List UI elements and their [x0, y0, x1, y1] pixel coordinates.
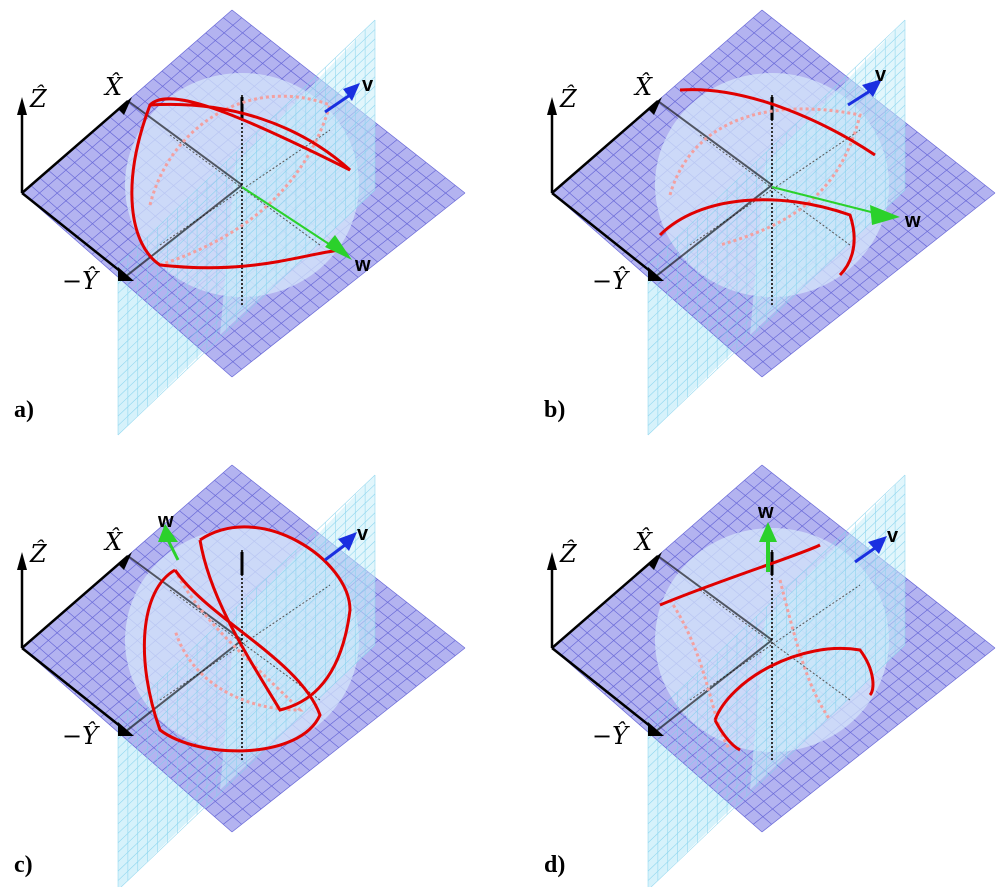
- z-axis-label: Ẑ: [29, 84, 48, 113]
- curve-back: [173, 569, 304, 712]
- w-arrowhead: [325, 235, 352, 260]
- w-arrowhead: [870, 205, 900, 225]
- curve-back: [148, 94, 332, 267]
- panel-a: Ẑ X̂ −Ŷ v w a): [14, 8, 467, 437]
- w-vector: [166, 539, 180, 561]
- w-arrowhead: [158, 524, 178, 542]
- panel-label: d): [544, 852, 565, 878]
- curve-back: [668, 579, 832, 751]
- v-label: v: [875, 64, 887, 86]
- x-axis-label: X̂: [103, 73, 123, 101]
- v-label: v: [357, 523, 369, 545]
- panel-label: c): [14, 852, 33, 878]
- w-label: w: [354, 254, 371, 276]
- x-axis-label: X̂: [633, 528, 653, 556]
- w-label: w: [157, 510, 174, 532]
- curve-front: [658, 88, 876, 277]
- z-axis-label: Ẑ: [29, 539, 48, 568]
- w-vector: [241, 186, 336, 249]
- v-arrowhead: [343, 83, 360, 101]
- panel-d: Ẑ X̂ −Ŷ v w d): [544, 463, 997, 887]
- panel-label: a): [14, 397, 34, 423]
- z-axis-label: Ẑ: [559, 84, 578, 113]
- z-axis-label: Ẑ: [559, 539, 578, 568]
- y-axis-label: −Ŷ: [592, 721, 630, 750]
- v-vector: [324, 543, 346, 562]
- v-label: v: [887, 525, 899, 547]
- curve-back: [668, 107, 862, 247]
- v-vector: [324, 93, 351, 114]
- x-axis-label: X̂: [633, 73, 653, 101]
- w-label: w: [904, 210, 921, 232]
- v-vector: [847, 89, 871, 107]
- panel-label: b): [544, 397, 565, 423]
- curve-front: [130, 97, 352, 270]
- x-axis-label: X̂: [103, 528, 123, 556]
- curve-front: [142, 525, 352, 753]
- v-arrowhead: [862, 79, 882, 97]
- v-vector: [854, 546, 876, 564]
- w-label: w: [757, 501, 774, 523]
- y-axis-label: −Ŷ: [62, 721, 100, 750]
- v-arrowhead: [868, 536, 887, 554]
- panel-b: Ẑ X̂ −Ŷ v w b): [544, 8, 997, 437]
- v-arrowhead: [338, 532, 357, 551]
- y-axis-label: −Ŷ: [592, 266, 630, 295]
- w-vector: [771, 186, 876, 214]
- v-label: v: [362, 74, 374, 96]
- panel-c: Ẑ X̂ −Ŷ v w c): [14, 463, 467, 887]
- w-arrowhead: [759, 522, 777, 542]
- y-axis-label: −Ŷ: [62, 266, 100, 295]
- curve-front: [659, 543, 875, 752]
